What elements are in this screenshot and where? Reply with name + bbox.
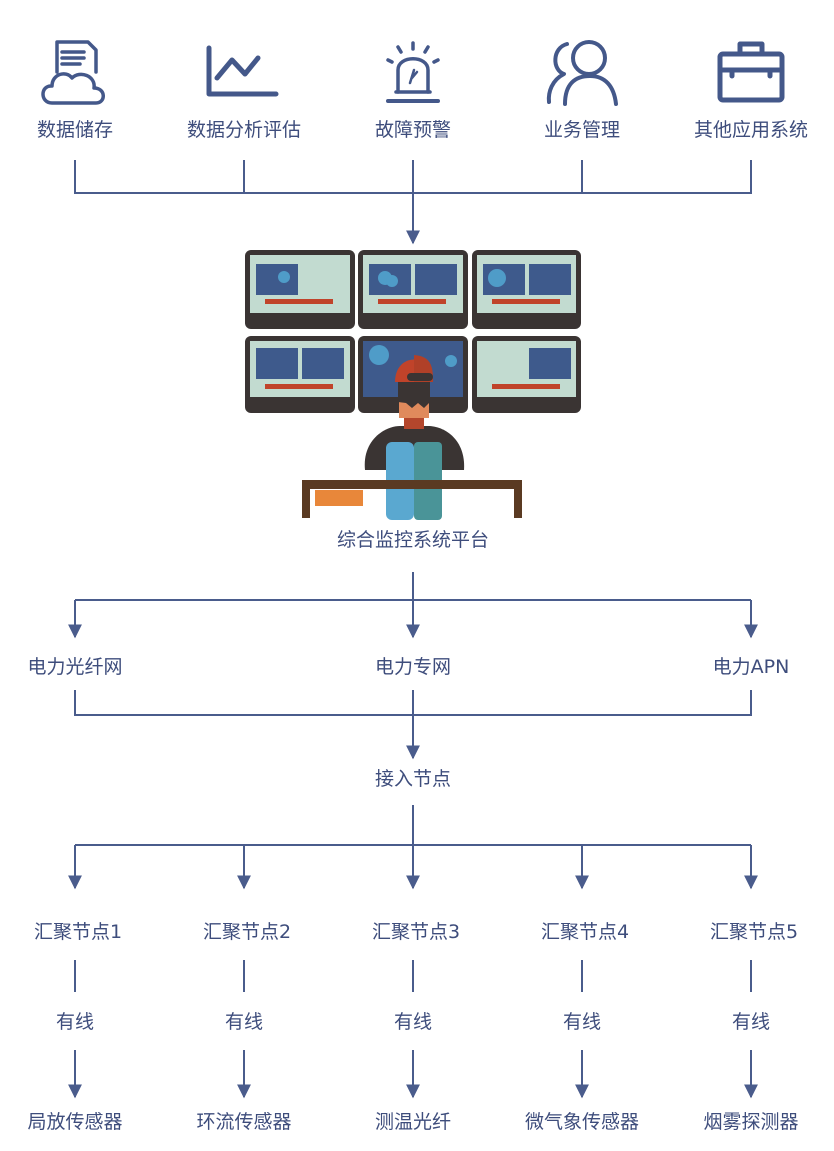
cloud-document-icon [41, 40, 105, 105]
monitor [472, 336, 581, 413]
sensor-temperature-fiber: 测温光纤 [375, 1111, 451, 1133]
sensor-circulating-current: 环流传感器 [196, 1111, 291, 1133]
aggregation-node-1: 汇聚节点1 [34, 921, 122, 943]
aggregation-node-5: 汇聚节点5 [710, 921, 798, 943]
link-type-2: 有线 [225, 1011, 263, 1033]
briefcase-icon [717, 41, 785, 103]
system-label-fault-warning: 故障预警 [375, 119, 451, 141]
platform-label: 综合监控系统平台 [337, 529, 489, 551]
platform-network-connector [68, 572, 758, 639]
system-label-data-storage: 数据储存 [37, 119, 113, 141]
monitor [245, 336, 355, 413]
top-connector [74, 160, 752, 245]
network-access-connector [74, 690, 752, 760]
link-type-1: 有线 [56, 1011, 94, 1033]
aggregation-node-4: 汇聚节点4 [541, 921, 629, 943]
users-icon [546, 40, 618, 106]
line-chart-icon [206, 45, 279, 97]
access-node-label: 接入节点 [375, 768, 451, 790]
link-type-5: 有线 [732, 1011, 770, 1033]
network-label-fiber: 电力光纤网 [27, 656, 122, 678]
link-type-3: 有线 [394, 1011, 432, 1033]
sensor-smoke-detector: 烟雾探测器 [703, 1111, 798, 1133]
system-label-other-apps: 其他应用系统 [694, 119, 808, 141]
access-aggregation-connector [68, 805, 758, 890]
monitor [472, 250, 581, 329]
sensor-arrows [68, 1050, 758, 1099]
monitoring-wall-illustration [245, 250, 581, 520]
aggregation-node-3: 汇聚节点3 [372, 921, 460, 943]
network-label-apn: 电力APN [713, 656, 790, 678]
operator-figure [302, 355, 522, 520]
sensor-micro-meteorology: 微气象传感器 [525, 1111, 639, 1133]
monitor [358, 250, 468, 329]
sensor-partial-discharge: 局放传感器 [27, 1111, 122, 1133]
alarm-light-icon [386, 41, 440, 103]
aggregation-node-2: 汇聚节点2 [203, 921, 291, 943]
node-link-lines [74, 960, 752, 992]
system-label-business-mgmt: 业务管理 [544, 119, 620, 141]
monitor [245, 250, 355, 329]
network-label-private: 电力专网 [375, 656, 451, 678]
system-label-data-analysis: 数据分析评估 [187, 119, 301, 141]
link-type-4: 有线 [563, 1011, 601, 1033]
